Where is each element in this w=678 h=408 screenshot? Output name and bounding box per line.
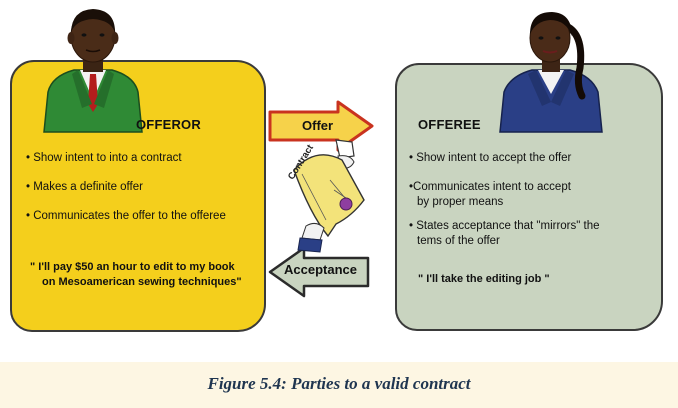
offeror-quote-line-2: on Mesoamerican sewing techniques" [42, 276, 242, 288]
offeror-quote-line-1: " I'll pay $50 an hour to edit to my boo… [30, 261, 235, 273]
offeror-label: OFFEROR [136, 117, 201, 132]
offeree-point-3-line-2: tems of the offer [417, 235, 500, 247]
offer-arrow-icon [268, 100, 374, 152]
offeree-point-2-line-1: •Communicates intent to accept [409, 181, 571, 193]
offeree-point-3-line-1: • States acceptance that "mirrors" the [409, 220, 600, 232]
offeror-point-3: • Communicates the offer to the offeree [26, 210, 226, 222]
offeror-point-1: • Show intent to into a contract [26, 152, 182, 164]
offeror-person-icon [43, 9, 143, 133]
offeree-person-icon [499, 12, 603, 133]
offeror-point-2: • Makes a definite offer [26, 181, 143, 193]
offeree-point-1: • Show intent to accept the offer [409, 152, 572, 164]
acceptance-arrow-label: Acceptance [284, 262, 357, 277]
figure-caption: Figure 5.4: Parties to a valid contract [207, 374, 471, 393]
contract-document-icon [293, 139, 365, 253]
caption-band [0, 362, 678, 408]
acceptance-arrow-icon [268, 246, 370, 298]
offeree-point-2-line-2: by proper means [417, 196, 504, 208]
offer-arrow-label: Offer [302, 118, 334, 133]
offeree-label: OFFEREE [418, 117, 481, 132]
offeree-quote: " I'll take the editing job " [418, 273, 550, 285]
diagram-stage: OFFEROR • Show intent to into a contract… [10, 9, 663, 332]
